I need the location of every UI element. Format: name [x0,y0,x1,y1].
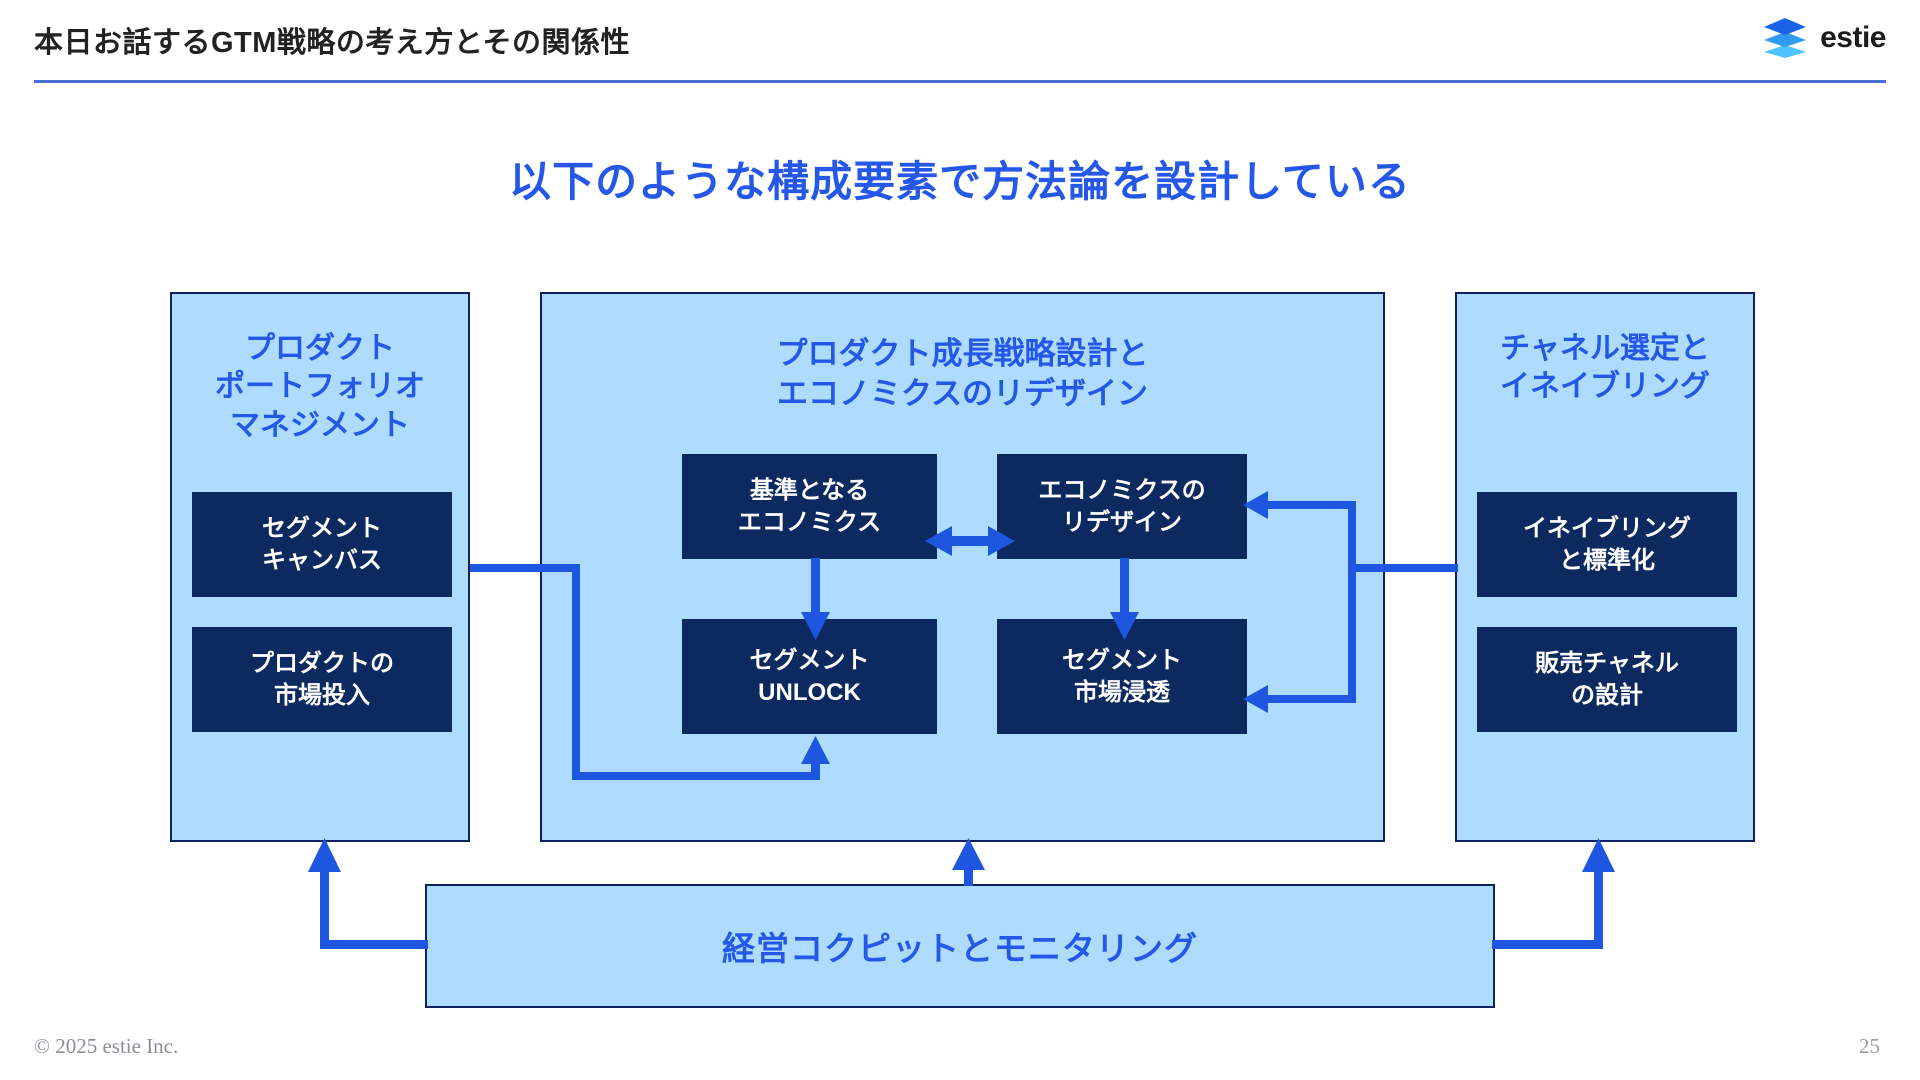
headline: 以下のような構成要素で方法論を設計している [509,158,1411,205]
node-segment-penetration[interactable]: セグメント 市場浸透 [997,619,1247,734]
bottom-bar-label: 経営コクピットとモニタリング [722,930,1198,967]
panel-product-portfolio-management: プロダクト ポートフォリオ マネジメント セグメント キャンバス プロダクトの … [170,292,470,842]
logo-wordmark: estie [1820,21,1886,54]
estie-logo: estie [1762,18,1886,58]
panel-channel-enablement: チャネル選定と イネイブリング イネイブリング と標準化 販売チャネル の設計 [1455,292,1755,842]
node-segment-canvas[interactable]: セグメント キャンバス [192,492,452,597]
node-baseline-economics[interactable]: 基準となる エコノミクス [682,454,937,559]
connector-cockpit-to-center-panel [952,838,985,886]
node-economics-redesign[interactable]: エコノミクスの リデザイン [997,454,1247,559]
node-segment-unlock[interactable]: セグメント UNLOCK [682,619,937,734]
header-divider [34,80,1886,83]
panel-right-title: チャネル選定と イネイブリング [1500,332,1710,404]
node-product-launch[interactable]: プロダクトの 市場投入 [192,627,452,732]
connector-cockpit-to-left-panel [308,838,428,949]
panel-growth-strategy-economics: プロダクト成長戦略設計と エコノミクスのリデザイン 基準となる エコノミクス エ… [540,292,1385,842]
footer-page-number: 25 [1859,1034,1880,1058]
bottom-bar-management-cockpit: 経営コクピットとモニタリング [425,884,1495,1008]
panel-center-title: プロダクト成長戦略設計と エコノミクスのリデザイン [776,336,1149,411]
connector-cockpit-to-right-panel [1492,838,1615,949]
node-sales-channel-design[interactable]: 販売チャネル の設計 [1477,627,1737,732]
node-enabling-standardization[interactable]: イネイブリング と標準化 [1477,492,1737,597]
footer-copyright: © 2025 estie Inc. [34,1034,179,1058]
page-title: 本日お話するGTM戦略の考え方とその関係性 [34,27,631,59]
stacked-layers-icon [1762,18,1808,58]
panel-left-title: プロダクト ポートフォリオ マネジメント [215,332,425,442]
